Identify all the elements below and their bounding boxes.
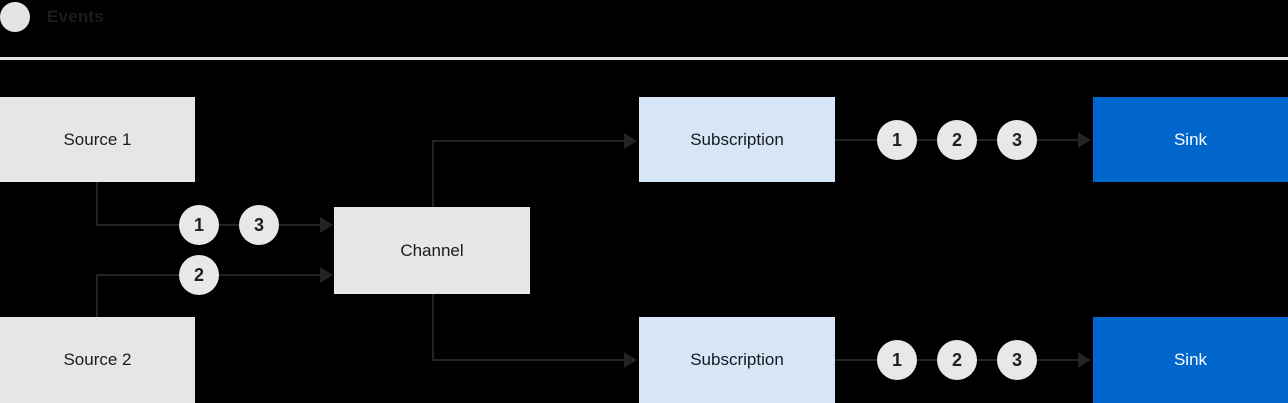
connector-channel-down [432,293,434,361]
node-source-2[interactable]: Source 2 [0,317,195,403]
node-subscription-bottom-label: Subscription [690,350,784,369]
event-dot: 2 [937,120,977,160]
event-dot: 3 [997,340,1037,380]
connector-channel-to-subscription-top [432,140,624,142]
node-source-2-label: Source 2 [63,350,132,369]
legend-label: Events [47,7,104,26]
node-source-1[interactable]: Source 1 [0,97,195,182]
node-subscription-top[interactable]: Subscription [639,97,835,182]
node-sink-top-label: Sink [1173,129,1208,149]
arrow-lower-to-channel [320,267,333,283]
event-dot: 1 [877,120,917,160]
event-dot: 3 [239,205,279,245]
event-dot: 1 [877,340,917,380]
connector-channel-to-subscription-bottom [432,359,624,361]
legend: Events [0,2,104,32]
node-sink-bottom[interactable]: Sink [1093,317,1288,403]
node-sink-bottom-label: Sink [1173,350,1208,369]
arrow-to-subscription-bottom [624,352,637,368]
node-channel-label: Channel [400,240,464,260]
connector-channel-up [432,140,434,208]
node-source-1-label: Source 1 [63,129,132,149]
arrow-upper-to-channel [320,217,333,233]
node-subscription-bottom[interactable]: Subscription [639,317,835,403]
event-circle-icon [0,2,30,32]
header-divider [0,57,1288,60]
event-dot: 2 [179,255,219,295]
arrow-to-sink-top [1078,132,1091,148]
connector-source1-down [96,182,98,226]
event-dot: 1 [179,205,219,245]
node-channel[interactable]: Channel [334,207,530,294]
node-subscription-top-label: Subscription [690,129,784,149]
node-sink-top[interactable]: Sink [1093,97,1288,182]
connector-source2-up [96,274,98,319]
arrow-to-subscription-top [624,133,637,149]
event-dot: 3 [997,120,1037,160]
event-dot: 2 [937,340,977,380]
arrow-to-sink-bottom [1078,352,1091,368]
